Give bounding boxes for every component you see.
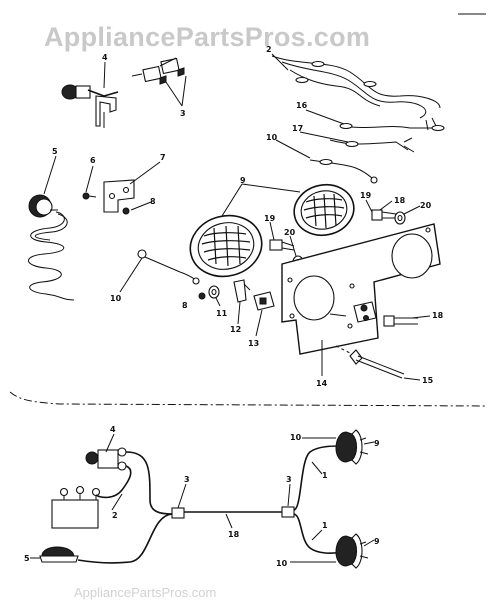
- mounting-panel-part-14: [281, 223, 441, 355]
- gasket-part-13: [253, 291, 275, 311]
- switch-part-4: [61, 84, 119, 128]
- leader-2: [271, 53, 289, 71]
- wiring-schematic: [30, 429, 375, 569]
- leader-7: [129, 161, 161, 185]
- callout-3-schematic-right: 3: [286, 475, 292, 484]
- callout-8-mid: 8: [182, 301, 188, 310]
- leader-16: [305, 109, 345, 125]
- wire-part-16: [339, 122, 445, 132]
- gauge-part-5: [28, 194, 75, 301]
- leader-20-left: [289, 235, 297, 257]
- callout-6: 6: [90, 156, 96, 165]
- bracket-part-7: [103, 179, 135, 213]
- leader-4: [103, 61, 106, 89]
- leader-9b: [241, 183, 301, 193]
- watermark-site-name: AppliancePartsPros.com: [44, 22, 371, 52]
- lamp-left-part-9: [189, 214, 263, 278]
- callout-18-schematic: 18: [228, 530, 240, 539]
- callout-18-lower: 18: [432, 311, 444, 320]
- callout-5: 5: [52, 147, 58, 156]
- leader-9a: [221, 183, 243, 217]
- callout-4: 4: [102, 53, 108, 62]
- washer-part-20-right: [394, 211, 406, 225]
- long-bolt-part-15: [335, 345, 405, 379]
- callout-1-schematic-top: 1: [322, 471, 328, 480]
- wire-part-17: [329, 137, 415, 153]
- leader-3b: [181, 75, 187, 107]
- callout-12: 12: [230, 325, 241, 334]
- leader-10-top: [275, 139, 311, 159]
- callout-9: 9: [240, 176, 246, 185]
- callout-1-schematic-bottom: 1: [322, 521, 328, 530]
- leader-12: [237, 301, 241, 325]
- callout-2: 2: [266, 45, 272, 54]
- nut-part-8-mid: [198, 292, 206, 300]
- callout-8-top: 8: [150, 197, 156, 206]
- callout-9-schematic-bottom: 9: [374, 537, 380, 546]
- leader-17: [299, 131, 349, 143]
- bolt-part-18-lower: [383, 315, 418, 327]
- callout-3-schematic-left: 3: [184, 475, 190, 484]
- callout-9-schematic-top: 9: [374, 439, 380, 448]
- leader-19-left: [269, 221, 275, 241]
- nut-part-8: [122, 207, 130, 215]
- callout-14: 14: [316, 379, 328, 388]
- bolt-part-19: [269, 239, 295, 251]
- callout-20-left: 20: [284, 228, 296, 237]
- clip-part-12: [233, 279, 251, 303]
- callout-20-right: 20: [420, 201, 432, 210]
- leader-20-right: [403, 205, 421, 215]
- leader-18-lower: [411, 315, 431, 319]
- ground-strap-part-10: [137, 249, 200, 285]
- leader-5: [43, 155, 57, 195]
- section-divider: [9, 391, 487, 407]
- screw-part-6: [82, 192, 97, 200]
- callout-17: 17: [292, 124, 303, 133]
- callout-10-schematic-top: 10: [290, 433, 302, 442]
- lamp-right-part-9: [293, 183, 355, 237]
- ground-wire-part-10: [309, 158, 378, 184]
- callout-19-right: 19: [360, 191, 372, 200]
- connector-part-3: [131, 57, 185, 85]
- callout-10-mid: 10: [110, 294, 122, 303]
- bolt-part-18-upper: [371, 209, 397, 221]
- callout-2-schematic: 2: [112, 511, 118, 520]
- callout-10-top: 10: [266, 133, 278, 142]
- watermark-footer: AppliancePartsPros.com: [74, 585, 217, 600]
- callout-7: 7: [160, 153, 166, 162]
- callout-19-left: 19: [264, 214, 276, 223]
- leader-3a: [165, 81, 183, 107]
- leader-10-mid: [119, 257, 143, 293]
- leader-19-right: [365, 199, 373, 213]
- leader-6: [85, 165, 94, 193]
- callout-15: 15: [422, 376, 434, 385]
- leader-15: [403, 377, 421, 381]
- leader-11: [215, 297, 221, 307]
- leader-13: [255, 309, 263, 337]
- washer-part-11: [208, 285, 220, 299]
- callout-18-upper: 18: [394, 196, 406, 205]
- callout-10-schematic-bottom: 10: [276, 559, 288, 568]
- leader-18-upper: [379, 200, 393, 211]
- callout-3: 3: [180, 109, 186, 118]
- callout-4-schematic: 4: [110, 425, 116, 434]
- callout-13: 13: [248, 339, 259, 348]
- leader-8: [130, 201, 152, 211]
- wire-harness-part-2: [271, 55, 441, 131]
- callout-16: 16: [296, 101, 308, 110]
- callout-11: 11: [216, 309, 228, 318]
- callout-5-schematic: 5: [24, 554, 30, 563]
